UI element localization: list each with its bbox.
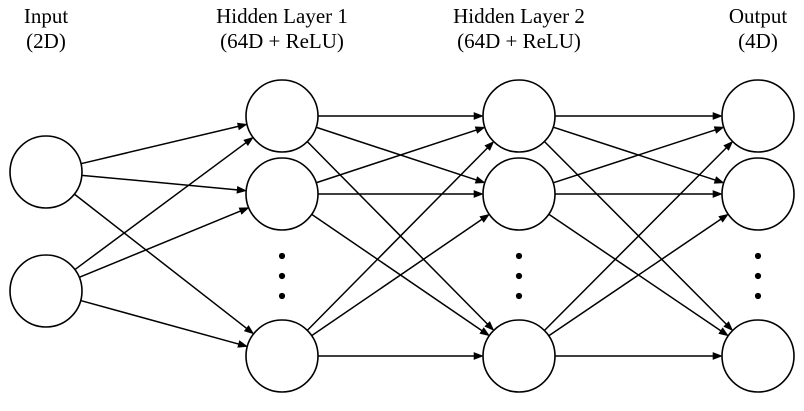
vertical-ellipsis-dot (515, 272, 523, 280)
neuron-node (9, 254, 83, 328)
vertical-ellipsis-dot (278, 292, 286, 300)
vertical-ellipsis-dot (515, 292, 523, 300)
connection-edge (306, 141, 488, 325)
layer-subtitle-input: (2D) (26, 29, 66, 53)
neuron-node (245, 319, 319, 393)
arrowhead-icon (718, 327, 729, 337)
layer-title-hidden-1: Hidden Layer 1 (216, 4, 348, 28)
layer-subtitle-hidden-1: (64D + ReLU) (220, 29, 344, 53)
connection-edge (543, 140, 727, 325)
arrowhead-icon (484, 141, 495, 151)
connection-edges-group (73, 112, 734, 360)
arrowhead-icon (243, 136, 254, 147)
neuron-node (245, 157, 319, 231)
arrowhead-icon (718, 213, 729, 223)
arrowhead-icon (712, 112, 723, 120)
arrowhead-icon (484, 321, 495, 331)
connection-edge (543, 147, 727, 332)
layer-caption-input: Input (2D) (24, 4, 68, 54)
arrowhead-icon (236, 185, 248, 194)
layer-subtitle-hidden-2: (64D + ReLU) (457, 29, 581, 53)
arrowhead-icon (712, 352, 723, 360)
arrowhead-icon (473, 112, 484, 120)
neuron-node (721, 79, 795, 153)
neuron-node (9, 135, 83, 209)
arrowhead-icon (474, 176, 486, 184)
connection-edge (74, 142, 247, 271)
vertical-ellipsis-dot (754, 252, 762, 260)
arrowhead-icon (713, 126, 725, 134)
arrowhead-icon (474, 126, 486, 134)
vertical-ellipsis-dot (515, 252, 523, 260)
neuron-node (482, 157, 556, 231)
layer-subtitle-output: (4D) (738, 29, 778, 53)
connection-edge (315, 129, 477, 184)
neuron-node (482, 79, 556, 153)
arrowhead-icon (723, 140, 734, 151)
arrowhead-icon (237, 340, 249, 348)
connection-edge (73, 193, 247, 329)
layer-title-input: Input (23, 4, 69, 28)
vertical-ellipsis-dot (754, 272, 762, 280)
layer-title-output: Output (728, 4, 788, 28)
connection-edge (80, 299, 239, 345)
layer-caption-output: Output (4D) (729, 4, 787, 54)
arrowhead-icon (473, 190, 484, 198)
vertical-ellipsis-dot (754, 292, 762, 300)
connection-edge (311, 213, 483, 332)
layer-title-hidden-2: Hidden Layer 2 (453, 4, 585, 28)
vertical-ellipsis-dot (278, 272, 286, 280)
neuron-nodes-group (9, 79, 795, 393)
layer-caption-hidden-2: Hidden Layer 2 (64D + ReLU) (453, 4, 585, 54)
connection-edge (80, 125, 239, 165)
connection-edge (315, 126, 477, 181)
connection-edge (79, 210, 241, 279)
neuron-node (245, 79, 319, 153)
neuron-node (721, 157, 795, 231)
connection-edge (552, 129, 716, 184)
connection-edge (311, 218, 483, 337)
connection-edge (552, 126, 716, 181)
arrowhead-icon (713, 176, 725, 184)
layer-caption-hidden-1: Hidden Layer 1 (64D + ReLU) (216, 4, 348, 54)
neuron-node (482, 319, 556, 393)
neuron-node (721, 319, 795, 393)
arrowhead-icon (237, 122, 248, 131)
connection-edge (306, 147, 488, 331)
vertical-ellipsis-group (278, 252, 762, 300)
arrowhead-icon (723, 321, 734, 332)
arrowhead-icon (243, 325, 255, 335)
connection-edge (548, 218, 722, 337)
connection-edge (81, 174, 238, 191)
arrowhead-icon (479, 213, 490, 223)
vertical-ellipsis-dot (278, 252, 286, 260)
connection-edge (548, 213, 722, 332)
arrowhead-icon (238, 207, 250, 215)
arrowhead-icon (473, 352, 484, 360)
arrowhead-icon (479, 327, 490, 337)
arrowhead-icon (712, 190, 723, 198)
